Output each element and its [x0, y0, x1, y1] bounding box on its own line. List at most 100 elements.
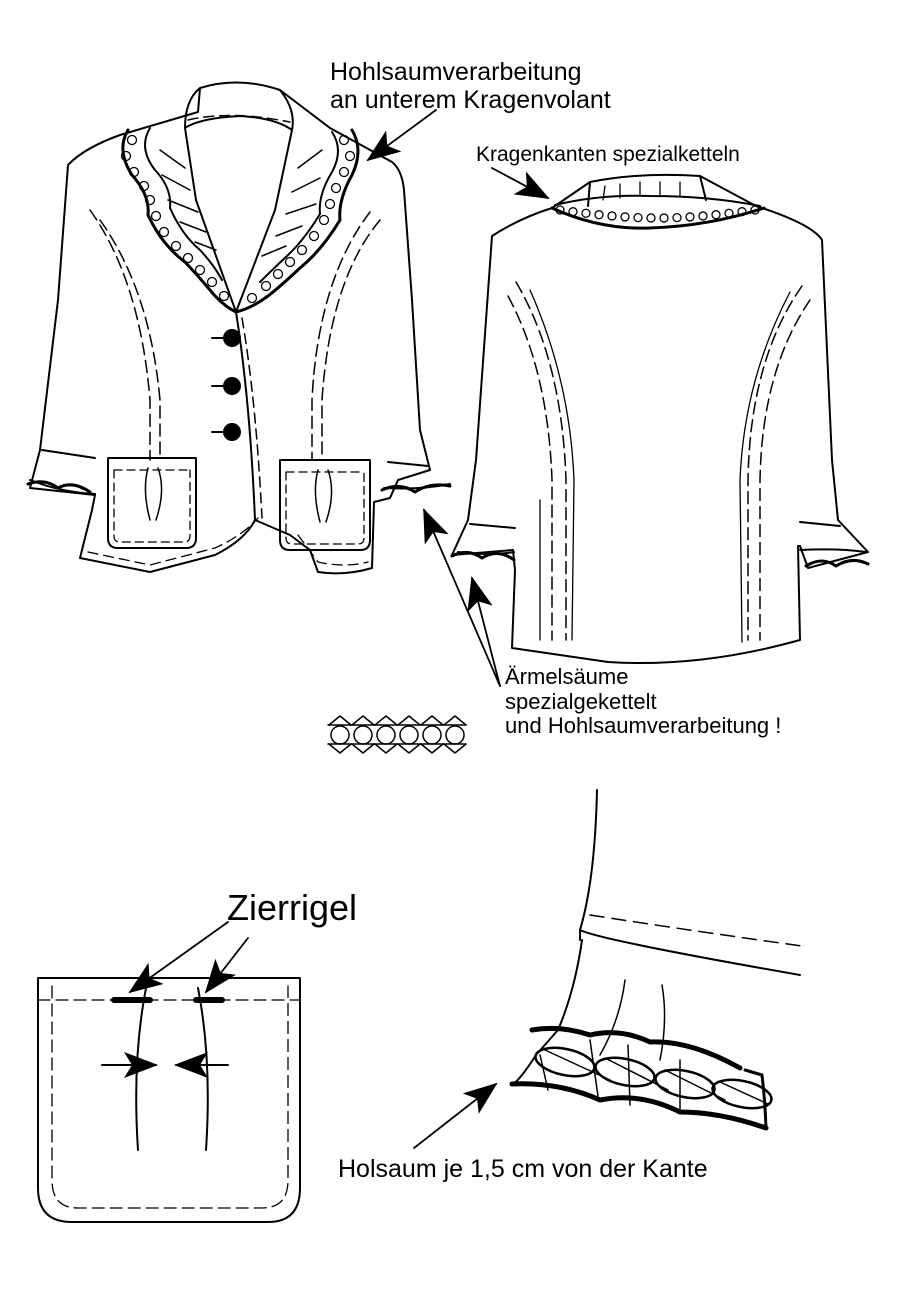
- sleeve-detail-top-band: [532, 1028, 740, 1068]
- back-sleeve-right-ruffle: [806, 560, 868, 566]
- label-hemstitch-distance: Holsaum je 1,5 cm von der Kante: [338, 1155, 708, 1183]
- back-seam-right: [748, 286, 810, 640]
- symbol-circle: [354, 726, 372, 744]
- hemstitch-dot: [738, 208, 746, 216]
- symbol-zigzag: [352, 716, 374, 753]
- leader-arrows: [128, 110, 550, 1148]
- arrow-sleeve-hem-2: [467, 576, 500, 686]
- symbol-circle: [423, 726, 441, 744]
- collar-ruffle-left: [123, 130, 236, 312]
- symbol-zigzag: [444, 716, 466, 753]
- arrow-sleeve-hem-1: [424, 508, 500, 686]
- symbol-zigzag: [375, 716, 397, 753]
- sleeve-detail-bottom-band: [512, 1084, 766, 1128]
- front-hem-stitch: [88, 518, 368, 565]
- arrow-hemstitch-distance: [414, 1082, 498, 1148]
- hemstitch-dot: [595, 211, 603, 219]
- hemstitch-dot: [326, 200, 335, 209]
- hemstitch-dot: [208, 278, 217, 287]
- jacket-back: [452, 175, 868, 663]
- hemstitch-dot: [140, 182, 149, 191]
- pocket-right-pleat: [315, 470, 331, 522]
- sleeve-detail-ruffle-edge: [512, 940, 582, 1085]
- label-decor-bartack: Zierrigel: [227, 887, 358, 928]
- seam-right: [312, 212, 380, 460]
- arrow-collar-hemstitch: [366, 110, 436, 162]
- button-1: [224, 330, 240, 346]
- pocket-detail-outline: [38, 978, 300, 1222]
- hemstitch-dot: [725, 209, 733, 217]
- buttons: [212, 330, 240, 440]
- pocket-left-pleat: [145, 468, 161, 520]
- jacket-front: [28, 82, 450, 573]
- hemstitch-dot: [122, 152, 131, 161]
- back-collar-hemstitch: [556, 206, 759, 222]
- symbol-zigzag: [421, 716, 443, 753]
- hemstitch-dot: [340, 168, 349, 177]
- collar-hemstitch-left: [122, 136, 229, 301]
- button-3: [224, 424, 240, 440]
- pocket-detail-stitch: [52, 986, 288, 1208]
- sleeve-detail-gathers: [600, 980, 665, 1060]
- label-sleeve-hems-line3: und Hohlsaumverarbeitung !: [505, 713, 782, 739]
- collar-ruffle-right-inner: [260, 132, 338, 282]
- hemstitch-dot: [128, 136, 137, 145]
- hemstitch-dot: [582, 209, 590, 217]
- hemstitch-dot: [286, 258, 295, 267]
- arrow-bartack-right: [204, 938, 248, 994]
- symbol-circle: [400, 726, 418, 744]
- back-seam-left: [508, 282, 566, 640]
- back-sleeve-left-hem: [458, 524, 515, 554]
- back-outline: [452, 175, 868, 663]
- label-sleeve-hems-line2: spezialgekettelt: [505, 688, 657, 714]
- hemstitch-dot: [146, 196, 155, 205]
- pocket-right-stitch: [286, 472, 364, 544]
- front-collar-stitch: [188, 115, 290, 122]
- label-collar-hemstitch: Hohlsaumverarbeitung an unterem Kragenvo…: [330, 58, 611, 114]
- hemstitch-dot: [699, 212, 707, 220]
- label-sleeve-hems-line1: Ärmelsäume: [505, 664, 629, 689]
- symbol-zigzag: [329, 716, 351, 753]
- symbol-circle: [446, 726, 464, 744]
- hemstitch-symbol: [328, 716, 466, 753]
- hemstitch-dot: [556, 206, 564, 214]
- pocket-detail: [38, 978, 300, 1222]
- hemstitch-dot: [712, 211, 720, 219]
- sleeve-detail-stitch: [590, 915, 802, 946]
- front-edge-stitch: [242, 318, 262, 518]
- arrow-collar-edges: [492, 168, 550, 199]
- label-sleeve-hems: Ärmelsäume spezialgekettelt und Hohlsaum…: [505, 664, 782, 739]
- pocket-left: [108, 458, 196, 548]
- pocket-detail-pleat-left: [136, 988, 146, 1150]
- pocket-left-stitch: [114, 470, 190, 542]
- hemstitch-dot: [274, 270, 283, 279]
- seam-left: [90, 210, 160, 460]
- back-sleeve-left-ruffle: [452, 552, 514, 560]
- hemstitch-dot: [673, 214, 681, 222]
- front-sleeve-left-ruffle: [28, 482, 90, 492]
- hemstitch-dot: [310, 232, 319, 241]
- back-sleeve-right-hem: [800, 522, 866, 552]
- pocket-detail-pleat-right: [198, 988, 208, 1150]
- front-edge: [236, 312, 255, 520]
- front-outline: [30, 82, 430, 573]
- collar-gathers: [160, 150, 322, 256]
- hemstitch-dot: [320, 216, 329, 225]
- hemstitch-dot: [220, 292, 229, 301]
- hemstitch-dot: [172, 242, 181, 251]
- arrow-bartack-left: [128, 922, 228, 994]
- collar-ruffle-left-inner: [145, 128, 222, 280]
- collar-hemstitch-right: [248, 136, 355, 303]
- hemstitch-dot: [160, 228, 169, 237]
- hemstitch-dot: [660, 214, 668, 222]
- hemstitch-dot: [184, 254, 193, 263]
- hemstitch-dot: [621, 213, 629, 221]
- hemstitch-dot: [686, 213, 694, 221]
- back-collar: [588, 176, 706, 206]
- hemstitch-dot: [130, 168, 139, 177]
- hemstitch-dot: [248, 294, 257, 303]
- hemstitch-dot: [262, 282, 271, 291]
- sleeve-detail-loops: [533, 1043, 774, 1113]
- hemstitch-dot: [569, 208, 577, 216]
